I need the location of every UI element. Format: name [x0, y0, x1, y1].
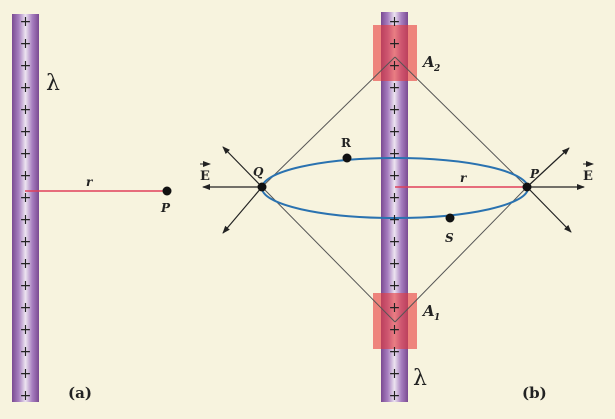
- lambda-label-a: λ: [46, 71, 60, 96]
- area-label-a1: A 1: [421, 302, 440, 323]
- svg-text:2: 2: [433, 64, 440, 74]
- plus-charge-sign: +: [389, 366, 401, 382]
- plus-charge-sign: +: [20, 278, 32, 294]
- point-r: [342, 153, 352, 163]
- point-p-a: [162, 186, 172, 196]
- field-vectors: [202, 146, 585, 234]
- plus-charge-sign: +: [389, 102, 401, 118]
- plus-charge-sign: +: [389, 300, 401, 316]
- plus-charge-sign: +: [20, 124, 32, 140]
- charge-signs-b: + + + + + + + + + + + + + + + + + +: [389, 14, 401, 404]
- plus-charge-sign: +: [20, 102, 32, 118]
- point-label-p-a: P: [160, 201, 171, 215]
- plus-charge-sign: +: [20, 366, 32, 382]
- distance-label-b: r: [460, 171, 468, 185]
- plus-charge-sign: +: [389, 234, 401, 250]
- svg-text:A: A: [421, 53, 435, 71]
- plus-charge-sign: +: [20, 190, 32, 206]
- plus-charge-sign: +: [389, 124, 401, 140]
- lambda-label-b: λ: [413, 366, 427, 391]
- plus-charge-sign: +: [389, 212, 401, 228]
- distance-label-a: r: [86, 175, 94, 189]
- point-p-b: [522, 182, 532, 192]
- plus-charge-sign: +: [20, 256, 32, 272]
- caption-b: (b): [522, 384, 547, 402]
- svg-text:1: 1: [434, 313, 440, 323]
- svg-text:E: E: [583, 169, 593, 184]
- plus-charge-sign: +: [389, 344, 401, 360]
- plus-charge-sign: +: [20, 36, 32, 52]
- plus-charge-sign: +: [20, 388, 32, 404]
- field-lines: [261, 56, 528, 323]
- plus-charge-sign: +: [20, 300, 32, 316]
- plus-charge-sign: +: [20, 168, 32, 184]
- field-label-left: E: [200, 161, 211, 184]
- field-label-right: E: [583, 161, 594, 184]
- area-label-a2: A 2: [421, 53, 440, 74]
- plus-charge-sign: +: [20, 322, 32, 338]
- plus-charge-sign: +: [20, 344, 32, 360]
- point-label-r: R: [341, 136, 352, 150]
- plus-charge-sign: +: [389, 190, 401, 206]
- plus-charge-sign: +: [20, 212, 32, 228]
- svg-text:E: E: [200, 169, 210, 184]
- plus-charge-sign: +: [20, 146, 32, 162]
- plus-charge-sign: +: [389, 58, 401, 74]
- area-patch-a1: [373, 293, 417, 349]
- plus-charge-sign: +: [389, 322, 401, 338]
- point-label-s: S: [445, 231, 454, 245]
- point-s: [445, 213, 455, 223]
- plus-charge-sign: +: [389, 278, 401, 294]
- plus-charge-sign: +: [20, 80, 32, 96]
- point-q: [257, 182, 267, 192]
- point-label-q: Q: [253, 165, 264, 179]
- plus-charge-sign: +: [389, 36, 401, 52]
- plus-charge-sign: +: [20, 58, 32, 74]
- svg-text:A: A: [421, 302, 435, 320]
- caption-a: (a): [68, 384, 92, 402]
- plus-charge-sign: +: [389, 168, 401, 184]
- plus-charge-sign: +: [389, 256, 401, 272]
- plus-charge-sign: +: [389, 146, 401, 162]
- plus-charge-sign: +: [20, 234, 32, 250]
- plus-charge-sign: +: [389, 14, 401, 30]
- plus-charge-sign: +: [389, 80, 401, 96]
- plus-charge-sign: +: [20, 14, 32, 30]
- charge-signs-a: + + + + + + + + + + + + + + + + + +: [20, 14, 32, 404]
- point-label-p-b: P: [529, 167, 540, 181]
- plus-charge-sign: +: [389, 388, 401, 404]
- line-charge-rod-a: [12, 14, 39, 402]
